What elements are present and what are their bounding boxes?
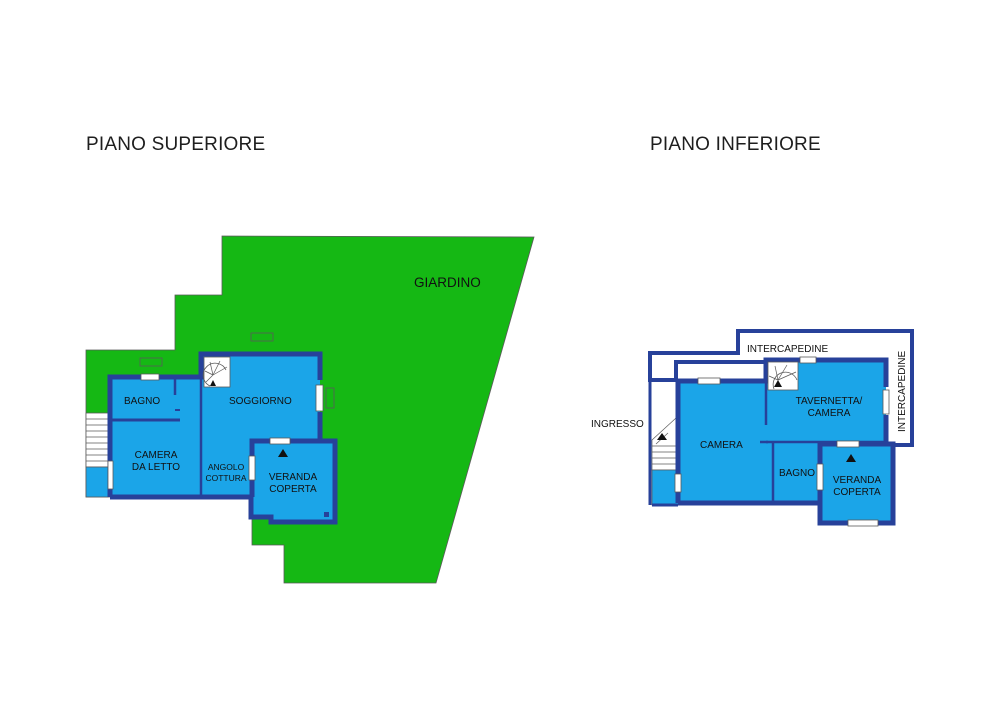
upper-walls [107,351,338,525]
upper-veranda-label-1: VERANDA [269,472,318,483]
soggiorno-label: SOGGIORNO [229,396,292,407]
camera-letto-label-1: CAMERA [135,450,178,461]
lower-veranda-label-1: VERANDA [833,475,882,486]
lower-camera-label: CAMERA [700,440,743,451]
angolo-cottura-label-2: COTTURA [205,473,246,483]
intercapedine-side-label: INTERCAPEDINE [897,351,908,432]
upper-floor-title: PIANO SUPERIORE [86,134,266,155]
camera-letto-label-2: DA LETTO [132,462,180,473]
lower-veranda-label-2: COPERTA [833,487,881,498]
upper-veranda-marker [278,449,288,457]
lower-floor-plan: INTERCAPEDINE INTERCAPEDINE INGRESSO CAM… [591,329,914,527]
upper-veranda-label-2: COPERTA [269,484,317,495]
upper-spiral-stair [202,356,231,388]
lower-spiral-stair [767,361,799,391]
lower-walls [652,357,896,526]
tavernetta-label-1: TAVERNETTA/ [796,396,863,407]
lower-bagno-label: BAGNO [779,468,815,479]
tavernetta-label-2: CAMERA [808,408,851,419]
ingresso-label: INGRESSO [591,419,644,430]
upper-windows [107,332,335,490]
upper-veranda-post [324,512,329,517]
upper-interior [110,354,335,522]
lower-floor-title: PIANO INFERIORE [650,134,821,155]
garden-label: GIARDINO [414,275,481,290]
lower-windows [674,356,890,527]
upper-external-stair [85,412,109,498]
upper-floor-plan: GIARDINO BAGNO SOGGIORNO CAMERA DA LETTO… [85,235,535,584]
angolo-cottura-label-1: ANGOLO [208,462,245,472]
intercapedine-top-label: INTERCAPEDINE [747,344,828,355]
lower-veranda-marker [846,454,856,462]
upper-bagno-label: BAGNO [124,396,160,407]
